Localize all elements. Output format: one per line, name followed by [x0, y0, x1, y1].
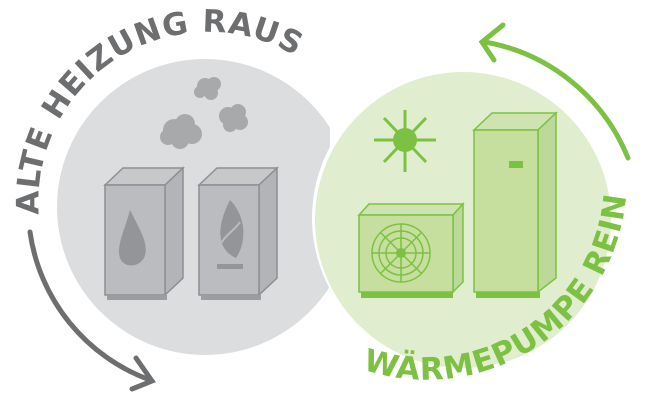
outdoor-fan-unit-icon [357, 202, 465, 298]
sun-icon [374, 110, 436, 172]
gas-boiler-icon [197, 166, 279, 300]
oil-boiler-icon [103, 166, 185, 300]
gray-arrow-icon [27, 229, 156, 392]
indoor-heat-pump-unit-icon [472, 111, 558, 298]
green-arrow-icon [478, 22, 631, 161]
smoke-clouds-icon [160, 77, 248, 149]
